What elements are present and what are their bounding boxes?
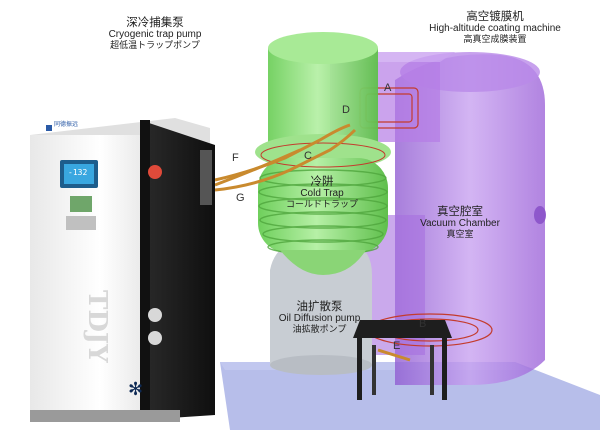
oil-pump-label-jp: 油拡散ポンプ bbox=[292, 324, 347, 335]
point-b: B bbox=[419, 318, 427, 330]
point-d: D bbox=[342, 104, 350, 116]
cabinet-brand-mark: TDJY bbox=[82, 290, 112, 363]
machine-label-en: High-altitude coating machine bbox=[429, 23, 561, 35]
cold-trap-label-cn: 冷阱 bbox=[310, 174, 334, 188]
svg-text:✻: ✻ bbox=[128, 379, 143, 400]
pump-label: 深冷捕集泵 Cryogenic trap pump 超低温トラップポンプ bbox=[80, 15, 230, 51]
cold-trap-label: 冷阱 Cold Trap コールドトラップ bbox=[272, 174, 372, 210]
cold-trap bbox=[255, 32, 391, 275]
point-a: A bbox=[384, 82, 392, 94]
point-e: E bbox=[393, 340, 401, 352]
cold-trap-label-jp: コールドトラップ bbox=[285, 199, 358, 210]
machine-label: 高空镀膜机 High-altitude coating machine 高真空成… bbox=[400, 9, 590, 45]
chamber-label: 真空腔室 Vacuum Chamber 真空室 bbox=[405, 204, 515, 240]
chamber-label-cn: 真空腔室 bbox=[437, 204, 483, 218]
oil-pump-label-cn: 油扩散泵 bbox=[296, 299, 343, 313]
oil-pump-label: 油扩散泵 Oil Diffusion pump 油拡散ポンプ bbox=[262, 299, 377, 335]
cryogenic-cabinet: ✻ bbox=[30, 118, 215, 422]
pump-label-jp: 超低温トラップポンプ bbox=[110, 40, 200, 51]
chamber-label-en: Vacuum Chamber bbox=[420, 218, 500, 230]
machine-label-cn: 高空镀膜机 bbox=[466, 9, 524, 23]
point-g: G bbox=[236, 192, 245, 204]
oil-diffusion-pump bbox=[270, 240, 372, 375]
point-c: C bbox=[304, 150, 312, 162]
pump-label-en: Cryogenic trap pump bbox=[108, 29, 202, 41]
oil-pump-label-en: Oil Diffusion pump bbox=[278, 313, 361, 325]
vacuum-chamber bbox=[330, 52, 546, 386]
point-f: F bbox=[232, 152, 239, 164]
pump-label-cn: 深冷捕集泵 bbox=[126, 15, 184, 29]
cold-trap-label-en: Cold Trap bbox=[300, 188, 344, 200]
support-stand bbox=[353, 320, 452, 400]
cabinet-logo-text: 同德振远 bbox=[54, 121, 79, 128]
chamber-label-jp: 真空室 bbox=[446, 229, 474, 240]
machine-label-jp: 高真空成膜装置 bbox=[463, 34, 527, 45]
refrigerant-pipes bbox=[214, 123, 357, 192]
cabinet-display-value: -132 bbox=[68, 168, 88, 177]
